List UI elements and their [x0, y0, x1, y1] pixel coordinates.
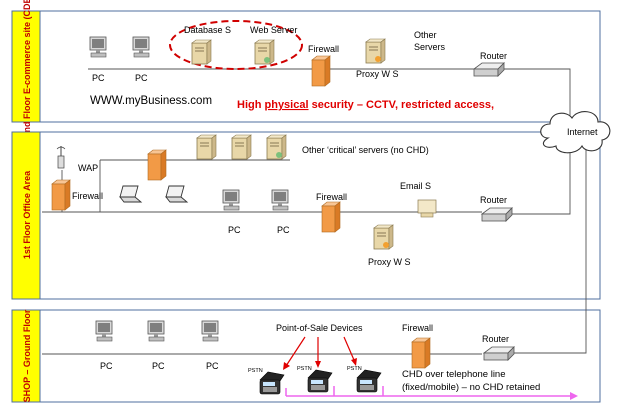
- shop-router-label: Router: [482, 334, 509, 344]
- proxy-server-icon: [365, 38, 386, 64]
- pos-arrow: [343, 336, 355, 361]
- internet-link-office: [512, 150, 571, 215]
- database-server-icon: [191, 39, 212, 65]
- pc-label: PC: [92, 73, 105, 83]
- pc-icon: [89, 36, 107, 58]
- critical-server-icon: [231, 134, 252, 160]
- office-floor-label: 1st Floor Office Area: [22, 170, 32, 259]
- top-firewall-label: Firewall: [308, 44, 339, 54]
- pc-label: PC: [152, 361, 165, 371]
- web-server-label: Web Server: [250, 25, 297, 35]
- office-firewall-icon: [321, 201, 341, 233]
- internet-cloud-icon: [540, 111, 611, 154]
- pc-icon: [222, 189, 240, 211]
- pstn-label: PSTN: [248, 368, 263, 374]
- pc-label: PC: [228, 225, 241, 235]
- internet-link-top: [505, 68, 571, 116]
- internet-label: Internet: [567, 127, 598, 137]
- office-internal-firewall-icon: [147, 149, 167, 181]
- top-firewall-icon: [311, 55, 331, 87]
- office-floor-label-box: [11, 131, 41, 300]
- pc-icon: [147, 320, 165, 342]
- pc-label: PC: [206, 361, 219, 371]
- cde-boundary-ellipse: [169, 20, 303, 70]
- other-servers-label-line2: Servers: [414, 42, 446, 52]
- critical-server-icon: [266, 134, 287, 160]
- pc-icon: [201, 320, 219, 342]
- shop-firewall-icon: [411, 337, 431, 369]
- pc-icon: [95, 320, 113, 342]
- pstn-label: PSTN: [297, 366, 312, 372]
- top-router-label: Router: [480, 51, 507, 61]
- critical-servers-label: Other ‘critical’ servers (no CHD): [302, 145, 429, 155]
- office-router-label: Router: [480, 195, 507, 205]
- ecommerce-floor-label-box: [11, 10, 41, 123]
- other-servers-label-line1: Other: [414, 30, 437, 40]
- pc-label: PC: [100, 361, 113, 371]
- email-server-label: Email S: [400, 181, 431, 191]
- chd-note-line2: (fixed/mobile) – no CHD retained: [402, 382, 540, 393]
- pos-arrow: [285, 336, 306, 367]
- pc-label: PC: [277, 225, 290, 235]
- shop-floor-label: SHOP – Ground Floor: [22, 309, 32, 402]
- wap-firewall-icon: [51, 179, 71, 211]
- pstn-label: PSTN: [347, 366, 362, 372]
- proxy-server-label: Proxy W S: [356, 69, 399, 79]
- office-firewall-label: Firewall: [316, 192, 347, 202]
- web-server-icon: [254, 39, 275, 65]
- ecommerce-floor-label: 2nd Floor E-commerce site (CDE): [22, 0, 32, 138]
- internet-link-shop: [514, 150, 587, 354]
- wap-label: WAP: [78, 163, 98, 173]
- wap-firewall-label: Firewall: [72, 191, 103, 201]
- shop-floor-label-box: [11, 309, 41, 403]
- pc-icon: [132, 36, 150, 58]
- pos-devices-label: Point-of-Sale Devices: [276, 323, 363, 333]
- office-proxy-label: Proxy W S: [368, 257, 411, 267]
- wap-antenna-icon: [56, 146, 66, 169]
- website-label: WWW.myBusiness.com: [90, 95, 212, 107]
- shop-firewall-label: Firewall: [402, 323, 433, 333]
- critical-server-icon: [196, 134, 217, 160]
- pc-icon: [271, 189, 289, 211]
- office-proxy-server-icon: [373, 224, 394, 250]
- email-server-icon: [417, 199, 437, 218]
- chd-note-line1: CHD over telephone line: [402, 369, 506, 380]
- pc-label: PC: [135, 73, 148, 83]
- physical-security-note: High physical security – CCTV, restricte…: [237, 99, 494, 111]
- database-server-label: Database S: [184, 25, 231, 35]
